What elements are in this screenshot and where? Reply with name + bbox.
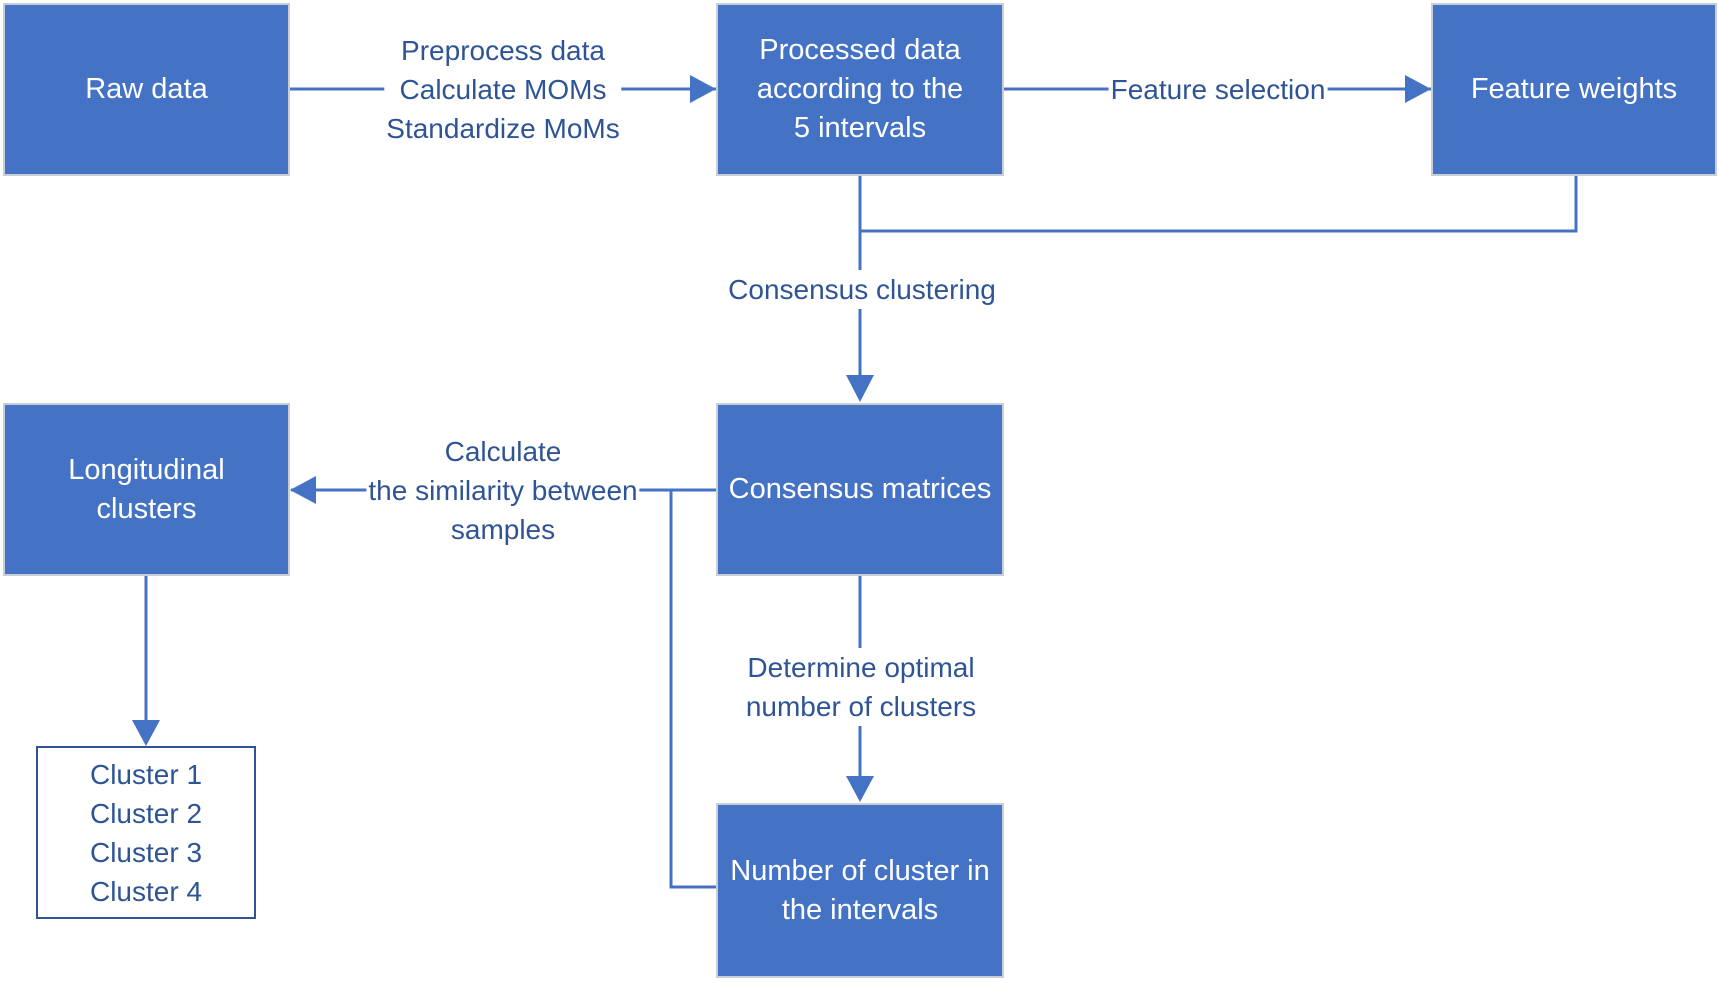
feature-selection-label: Feature selection <box>1108 70 1328 109</box>
arrowhead-number <box>846 776 874 802</box>
number-of-clusters-text: Number of cluster in the intervals <box>730 854 990 926</box>
feature-weights-box: Feature weights <box>1431 3 1717 176</box>
number-of-clusters-box: Number of cluster in the intervals <box>716 803 1004 978</box>
arrowhead-clusters <box>132 720 160 746</box>
raw-data-box: Raw data <box>3 3 290 176</box>
preprocess-label: Preprocess data Calculate MOMs Standardi… <box>384 31 622 148</box>
line-number-to-similarity <box>669 490 716 889</box>
consensus-clustering-label: Consensus clustering <box>726 270 998 309</box>
clusters-output-box: Cluster 1 Cluster 2 Cluster 3 Cluster 4 <box>36 746 256 919</box>
longitudinal-clusters-box: Longitudinal clusters <box>3 403 290 576</box>
processed-data-text: Processed data according to the 5 interv… <box>756 34 964 144</box>
clusters-list-text: Cluster 1 Cluster 2 Cluster 3 Cluster 4 <box>89 758 203 907</box>
determine-optimal-label: Determine optimal number of clusters <box>743 648 979 726</box>
longitudinal-clusters-text: Longitudinal clusters <box>68 453 225 525</box>
arrowhead-weights <box>1405 75 1431 103</box>
line-weights-feedback <box>860 175 1578 233</box>
arrowhead-processed <box>690 75 716 103</box>
calculate-similarity-label: Calculate the similarity between samples <box>366 432 640 549</box>
consensus-matrices-text: Consensus matrices <box>728 473 992 505</box>
arrowhead-consensus-matrices <box>846 375 874 402</box>
feature-weights-text: Feature weights <box>1470 73 1678 105</box>
raw-data-text: Raw data <box>85 73 208 105</box>
processed-data-box: Processed data according to the 5 interv… <box>716 3 1004 176</box>
arrowhead-longitudinal <box>290 476 316 504</box>
consensus-matrices-box: Consensus matrices <box>716 403 1004 576</box>
